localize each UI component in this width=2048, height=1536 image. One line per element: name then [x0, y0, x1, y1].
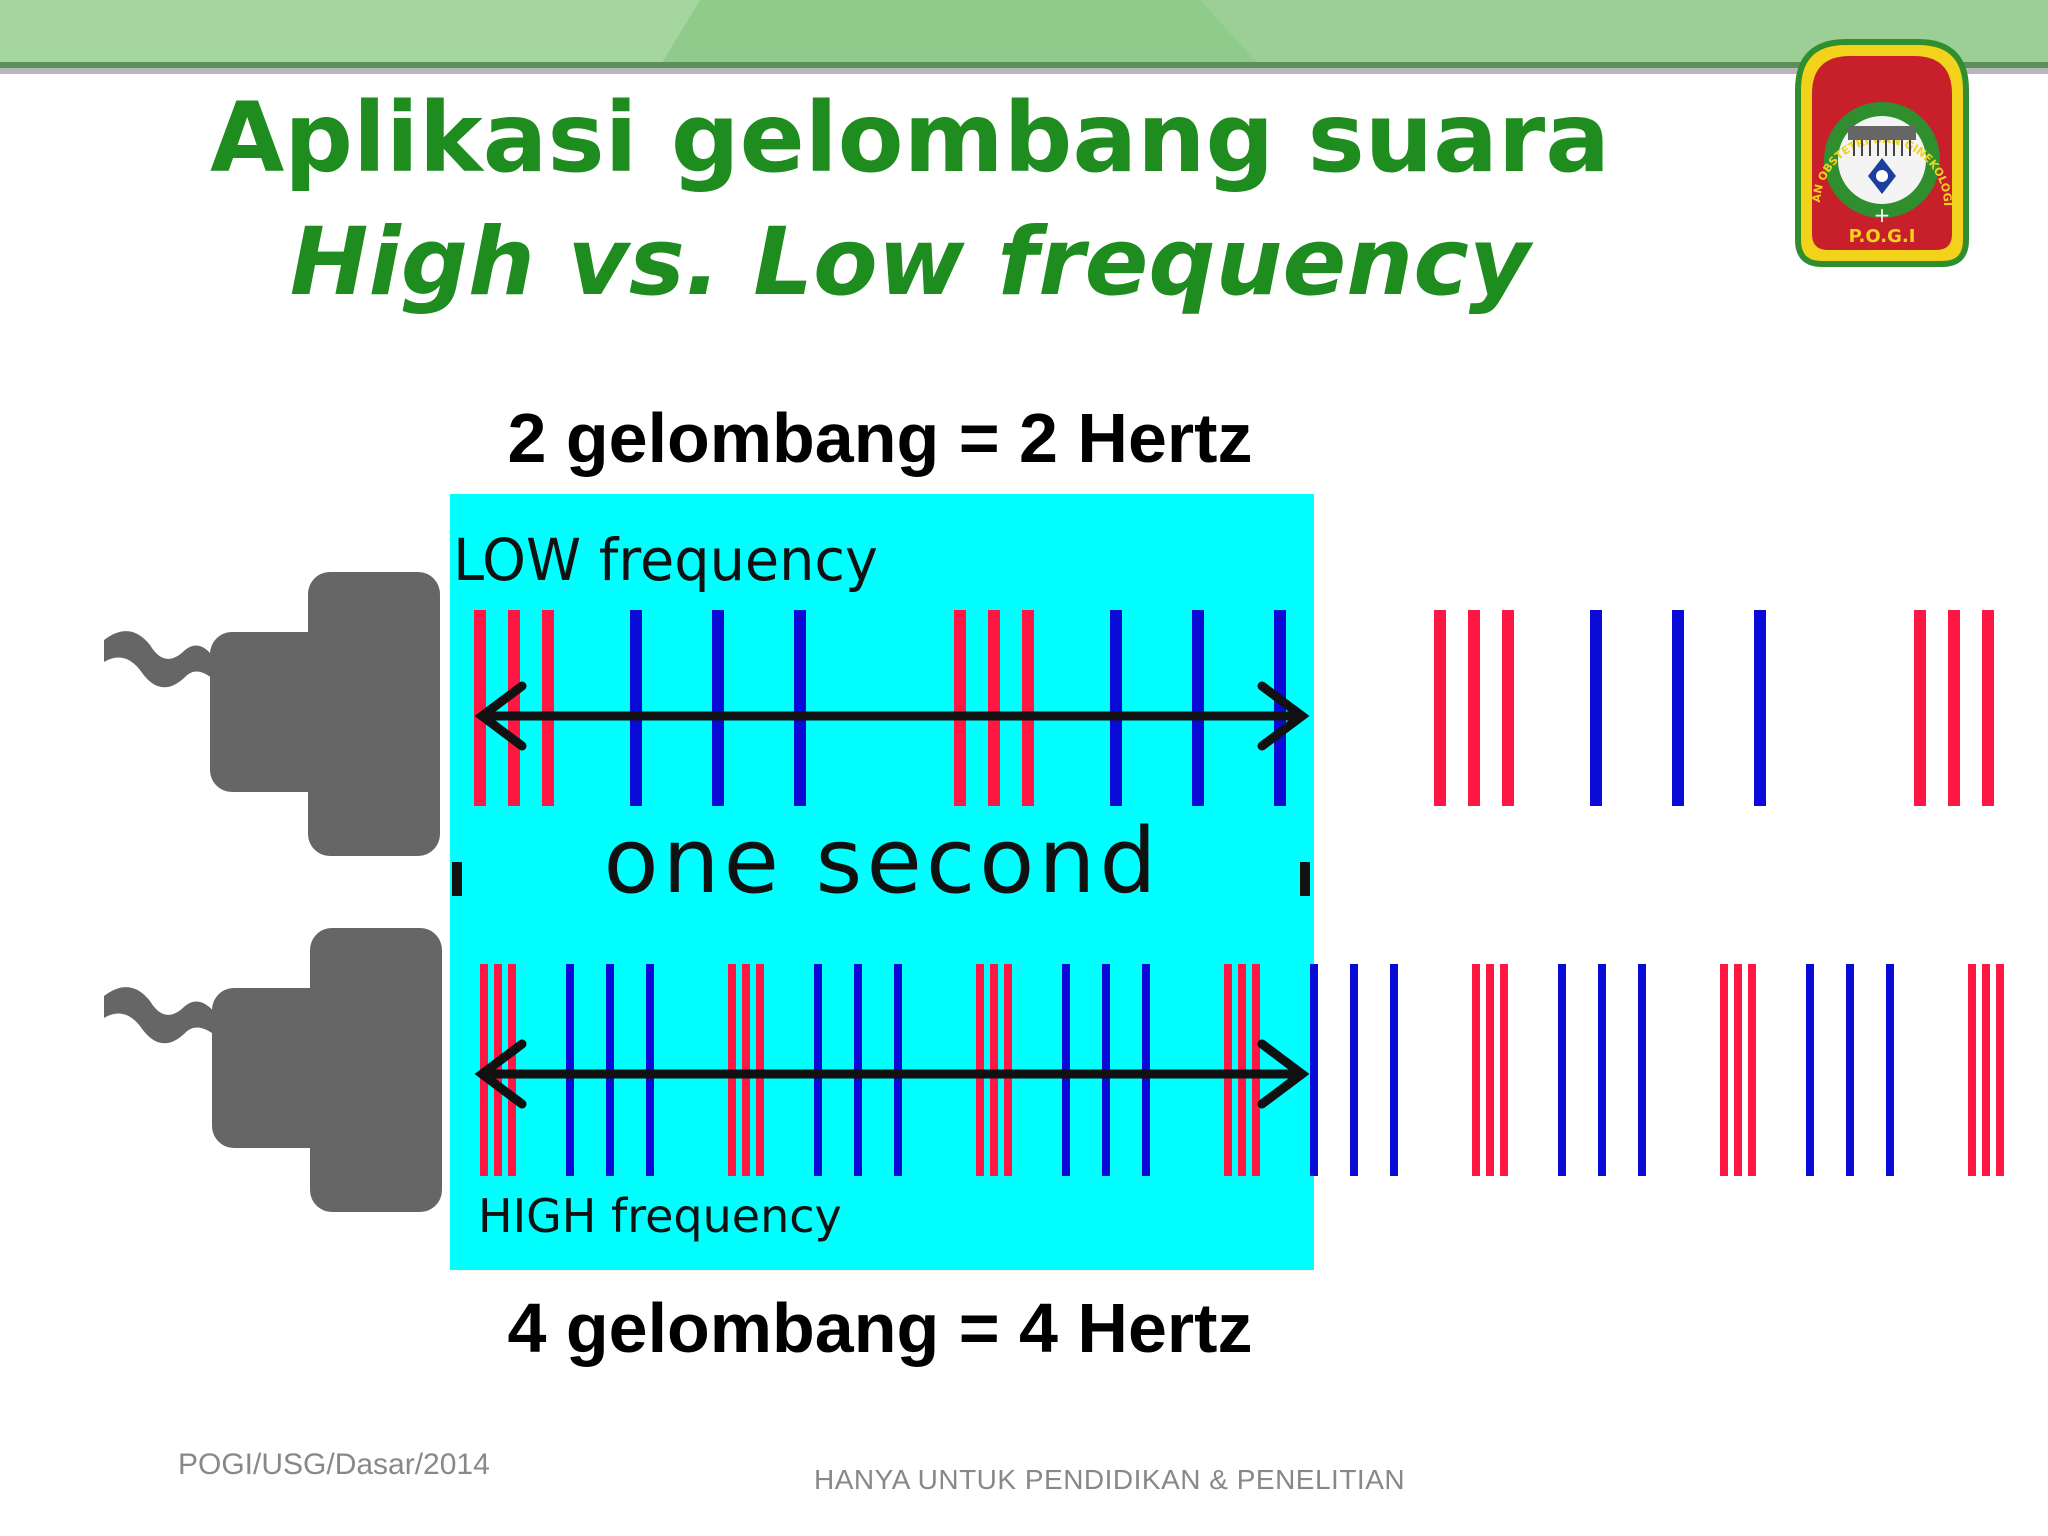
low-blue-line — [1274, 610, 1286, 806]
speaker-top-icon — [104, 572, 440, 856]
low-frequency-caption: 2 gelombang = 2 Hertz — [507, 399, 1253, 477]
low-frequency-wave-lines — [474, 610, 1994, 806]
low-red-line — [474, 610, 486, 806]
high-frequency-caption: 4 gelombang = 4 Hertz — [507, 1289, 1253, 1367]
bottom-double-arrow — [474, 1039, 1310, 1109]
low-blue-line — [794, 610, 806, 806]
low-red-line — [1982, 610, 1994, 806]
high-blue-line — [1310, 964, 1318, 1176]
high-red-line — [1748, 964, 1756, 1176]
interval-marker-right — [1300, 862, 1310, 896]
svg-text:+: + — [1874, 203, 1891, 227]
high-red-line — [1500, 964, 1508, 1176]
low-frequency-label: LOW frequency — [453, 527, 878, 594]
low-blue-line — [1110, 610, 1122, 806]
high-red-line — [1996, 964, 2004, 1176]
low-blue-line — [1754, 610, 1766, 806]
speaker-bottom-icon — [104, 928, 442, 1212]
high-red-line — [1734, 964, 1742, 1176]
high-red-line — [1720, 964, 1728, 1176]
low-red-line — [988, 610, 1000, 806]
one-second-label: one second — [603, 809, 1160, 914]
low-red-line — [1502, 610, 1514, 806]
low-blue-line — [630, 610, 642, 806]
pogi-logo: PERKUMPULAN OBSTETRI DAN GINEKOLOGI INDO… — [1786, 30, 1969, 267]
high-blue-line — [1846, 964, 1854, 1176]
low-red-line — [1022, 610, 1034, 806]
low-red-line — [508, 610, 520, 806]
frequency-diagram: LOW frequency one second HIGH frequency — [104, 494, 2004, 1270]
footer-disclaimer: HANYA UNTUK PENDIDIKAN & PENELITIAN — [814, 1464, 1406, 1495]
high-blue-line — [1390, 964, 1398, 1176]
high-red-line — [1486, 964, 1494, 1176]
low-blue-line — [1672, 610, 1684, 806]
high-blue-line — [1350, 964, 1358, 1176]
low-red-line — [542, 610, 554, 806]
high-red-line — [1472, 964, 1480, 1176]
top-header-band — [0, 0, 2048, 74]
high-blue-line — [1638, 964, 1646, 1176]
low-red-line — [1948, 610, 1960, 806]
low-red-line — [1914, 610, 1926, 806]
low-red-line — [954, 610, 966, 806]
low-blue-line — [712, 610, 724, 806]
high-frequency-label: HIGH frequency — [478, 1189, 842, 1243]
high-red-line — [1982, 964, 1990, 1176]
top-double-arrow — [474, 681, 1310, 751]
logo-abbreviation: P.O.G.I — [1849, 226, 1916, 247]
footer-source: POGI/USG/Dasar/2014 — [178, 1448, 490, 1481]
low-red-line — [1434, 610, 1446, 806]
high-blue-line — [1806, 964, 1814, 1176]
interval-marker-left — [452, 862, 462, 896]
one-second-window — [450, 494, 1314, 1270]
high-blue-line — [1558, 964, 1566, 1176]
slide-subtitle: High vs. Low frequency — [289, 208, 1531, 317]
low-blue-line — [1590, 610, 1602, 806]
slide-title: Aplikasi gelombang suara — [209, 82, 1610, 194]
low-red-line — [1468, 610, 1480, 806]
low-blue-line — [1192, 610, 1204, 806]
high-red-line — [1968, 964, 1976, 1176]
high-blue-line — [1886, 964, 1894, 1176]
high-blue-line — [1598, 964, 1606, 1176]
